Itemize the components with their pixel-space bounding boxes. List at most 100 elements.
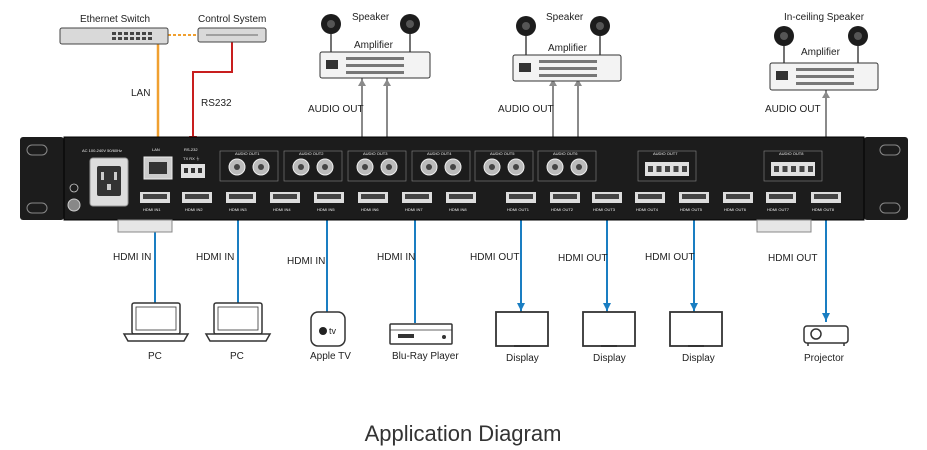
audio-group-frame	[537, 150, 597, 182]
power-label: AC 100-240V 50/60Hz	[82, 148, 122, 153]
source-pc-2: PC	[204, 302, 272, 362]
ground-symbol-icon	[69, 183, 79, 193]
hdmi-in-port: HDMI IN5	[314, 192, 344, 212]
hdmi-out-port-label: HDMI OUT8	[812, 207, 835, 212]
audio-group-frame	[347, 150, 407, 182]
hdmi-in-port-label: HDMI IN2	[185, 207, 203, 212]
speaker-label: Speaker	[352, 12, 390, 23]
source-pc-1: PC	[122, 302, 190, 362]
audio-group-frame	[283, 150, 343, 182]
hdmi-in-ports: HDMI IN1 HDMI IN2 HDMI IN3 HDMI IN4 HDMI IN5…	[140, 192, 476, 212]
lan-label: LAN	[131, 88, 150, 99]
hdmi-out-label: HDMI OUT	[768, 253, 817, 264]
audio-out-port-group: AUDIO OUT7	[637, 150, 697, 182]
hdmi-out-port-label: HDMI OUT5	[680, 207, 703, 212]
rs232-port-label: RS-232	[184, 147, 198, 152]
audio-out-port-group: AUDIO OUT5	[474, 150, 534, 182]
hdmi-out-port: HDMI OUT2	[550, 192, 580, 212]
display-icon	[582, 311, 636, 347]
hdmi-in-port-label: HDMI IN1	[143, 207, 161, 212]
source-label: Apple TV	[310, 351, 351, 362]
hdmi-in-port: HDMI IN2	[182, 192, 212, 212]
audio-out-port-label: AUDIO OUT8	[779, 151, 804, 156]
hdmi-out-port-label: HDMI OUT1	[507, 207, 530, 212]
amplifier-3: In-ceiling Speaker Amplifier AUDIO OUT	[765, 12, 879, 115]
audio-group-frame	[637, 150, 697, 182]
sink-display-2: Display	[582, 311, 636, 364]
audio-out-ports: AUDIO OUT1 AUDIO OUT2 AUDIO OUT3 AUDIO OUT4…	[219, 150, 823, 182]
audio-group-frame	[219, 150, 279, 182]
audio-out-label: AUDIO OUT	[765, 104, 821, 115]
switch-ports	[112, 32, 152, 40]
source-label: Blu-Ray Player	[392, 351, 459, 362]
audio-out-port-group: AUDIO OUT8	[763, 150, 823, 182]
hdmi-in-port-label: HDMI IN3	[229, 207, 247, 212]
hdmi-out-label: HDMI OUT	[558, 253, 607, 264]
hdmi-out-port: HDMI OUT7	[766, 192, 796, 212]
amplifier-label: Amplifier	[801, 47, 841, 58]
amplifier-2: Speaker Amplifier AUDIO OUT	[498, 12, 622, 115]
speaker-label: In-ceiling Speaker	[784, 12, 865, 23]
hdmi-in-label: HDMI IN	[287, 256, 325, 267]
rack-hole	[879, 202, 901, 214]
hdmi-out-port: HDMI OUT4	[635, 192, 665, 212]
display-icon	[669, 311, 723, 347]
hdmi-out-port: HDMI OUT1	[506, 192, 536, 212]
hdmi-in-port-label: HDMI IN7	[405, 207, 423, 212]
audio-out-port-label: AUDIO OUT7	[653, 151, 678, 156]
foot-right	[756, 219, 812, 233]
rs232-label: RS232	[201, 98, 232, 109]
hdmi-in-label: HDMI IN	[377, 252, 415, 263]
audio-out-port-label: AUDIO OUT4	[427, 151, 452, 156]
audio-out-port-label: AUDIO OUT1	[235, 151, 260, 156]
rs232-pins-label: TX RX ⏚	[183, 155, 200, 161]
rack-hole	[26, 144, 48, 156]
audio-out-port-group: AUDIO OUT3	[347, 150, 407, 182]
hdmi-out-port-label: HDMI OUT4	[636, 207, 659, 212]
projector-icon	[803, 325, 849, 346]
hdmi-in-port-label: HDMI IN6	[361, 207, 379, 212]
apple-tv-icon: tv	[310, 311, 346, 347]
hdmi-out-label: HDMI OUT	[470, 252, 519, 263]
rack-ear-left	[20, 137, 64, 220]
audio-group-frame	[763, 150, 823, 182]
source-label: PC	[230, 351, 244, 362]
audio-out-port-group: AUDIO OUT4	[411, 150, 471, 182]
hdmi-out-port-label: HDMI OUT6	[724, 207, 747, 212]
amplifier-label: Amplifier	[354, 40, 394, 51]
hdmi-out-port: HDMI OUT6	[723, 192, 753, 212]
source-apple-tv: tv Apple TV	[310, 311, 351, 362]
audio-arrows	[358, 79, 830, 98]
ethernet-switch-label: Ethernet Switch	[80, 14, 150, 25]
diagram-title: Application Diagram	[365, 421, 562, 446]
foot-left	[117, 219, 173, 233]
lan-port-label: LAN	[152, 147, 160, 152]
hdmi-in-port: HDMI IN1	[140, 192, 170, 212]
audio-group-frame	[474, 150, 534, 182]
amplifier-1: Speaker Amplifier AUDIO OUT	[308, 12, 431, 115]
control-system: Control System	[197, 14, 267, 43]
hdmi-out-label: HDMI OUT	[645, 252, 694, 263]
hdmi-in-port: HDMI IN7	[402, 192, 432, 212]
ground-icon	[67, 198, 81, 212]
connection-lines	[151, 34, 830, 323]
hdmi-in-port-label: HDMI IN5	[317, 207, 335, 212]
speaker-label: Speaker	[546, 12, 584, 23]
bluray-player-icon	[389, 323, 453, 345]
source-label: PC	[148, 351, 162, 362]
hdmi-in-port: HDMI IN3	[226, 192, 256, 212]
hdmi-out-port-label: HDMI OUT3	[593, 207, 616, 212]
hdmi-in-port-label: HDMI IN4	[273, 207, 291, 212]
sink-display-1: Display	[495, 311, 549, 364]
hdmi-in-port-label: HDMI IN8	[449, 207, 467, 212]
hdmi-out-port-label: HDMI OUT7	[767, 207, 790, 212]
sink-label: Projector	[804, 353, 845, 364]
sink-display-3: Display	[669, 311, 723, 364]
sink-label: Display	[506, 353, 539, 364]
audio-out-label: AUDIO OUT	[498, 104, 554, 115]
connector-labels: HDMI IN HDMI IN HDMI IN HDMI IN HDMI OUT…	[113, 252, 817, 267]
audio-out-port-label: AUDIO OUT2	[299, 151, 324, 156]
rack-ear-right	[864, 137, 908, 220]
